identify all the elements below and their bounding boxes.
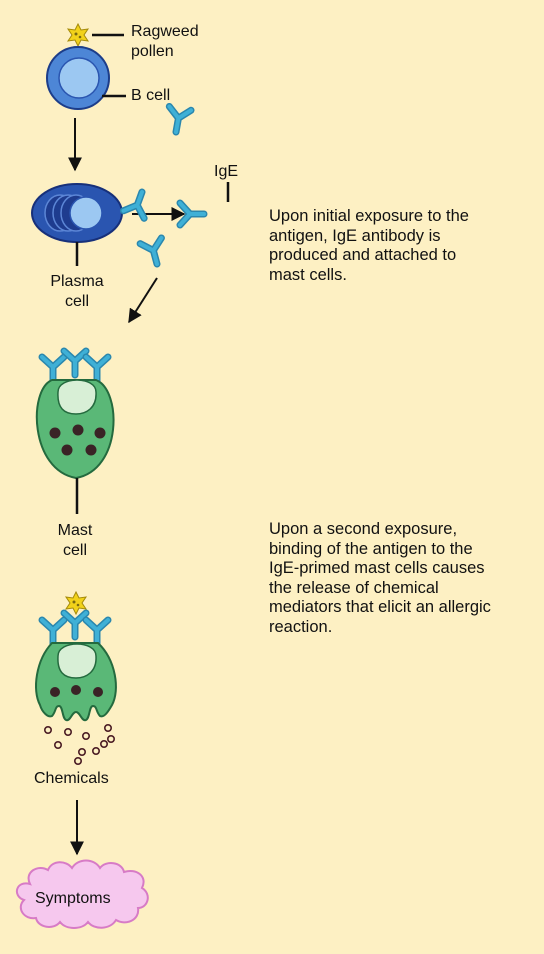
granule [93,687,103,697]
ige-label: IgE [214,163,239,180]
chemicals-label: Chemicals [34,770,109,787]
arrow-plasma-to-mast [128,277,158,324]
cell-label-line: cell [64,293,89,310]
bound-antibody-icon [64,351,86,375]
b-cell-group [46,23,126,110]
text-line: mast cells. [269,265,347,284]
cell-label-line: cell [62,542,87,559]
granule [50,687,60,697]
ragweed-label-line: Ragweed [131,23,199,40]
text-line: IgE-primed mast cells causes [269,559,485,577]
text-line: the release of chemical [269,578,439,597]
mast-cell-label: Mast cell [46,521,104,561]
antibody-icon [165,106,191,133]
text-line: Upon a second exposure, [269,520,458,538]
plasma-cell-nucleus [69,196,103,230]
mast-cell-nucleus [57,379,97,415]
symptoms-label: Symptoms [35,890,111,907]
text-line: Upon initial exposure to the [269,207,469,225]
free-antibodies [123,106,230,267]
plasma-cell-group [31,183,123,266]
ragweed-pollen-label: Ragweed pollen [131,22,199,62]
text-line: produced and attached to [269,246,457,264]
text-line: mediators that elicit an allergic [269,598,491,616]
bound-antibody-icon [86,357,108,381]
text-line: binding of the antigen to the [269,539,473,558]
bound-antibody-icon [86,620,108,644]
mast-cell-nucleus [57,643,97,679]
granule [94,427,106,439]
text-line: antigen, IgE antibody is [269,226,441,245]
granule [71,685,81,695]
pollen-label-line: pollen [131,43,174,60]
released-granules [43,723,116,765]
plasma-cell-label: Plasma cell [42,272,112,312]
second-exposure-text: Upon a second exposure, binding of the a… [269,520,491,637]
bound-antibody-icon [42,357,64,381]
initial-exposure-text: Upon initial exposure to the antigen, Ig… [269,207,469,285]
b-cell-label: B cell [131,87,171,104]
pollen-antigen-icon [67,23,89,47]
plasma-label-line: Plasma [50,273,104,290]
granule [85,444,97,456]
bound-antibody-icon [42,620,64,644]
granule [61,444,73,456]
bound-antibody-icon [64,613,86,637]
degranulating-mast-cell-group [35,591,117,765]
text-line: reaction. [269,617,333,636]
mast-cell-group [35,351,115,514]
pollen-antigen-icon [65,591,87,615]
b-cell-nucleus [58,57,100,99]
symptoms-cloud [15,859,149,929]
mast-label-line: Mast [57,522,93,539]
granule [49,427,61,439]
granule [72,424,84,436]
antibody-icon [140,238,167,267]
